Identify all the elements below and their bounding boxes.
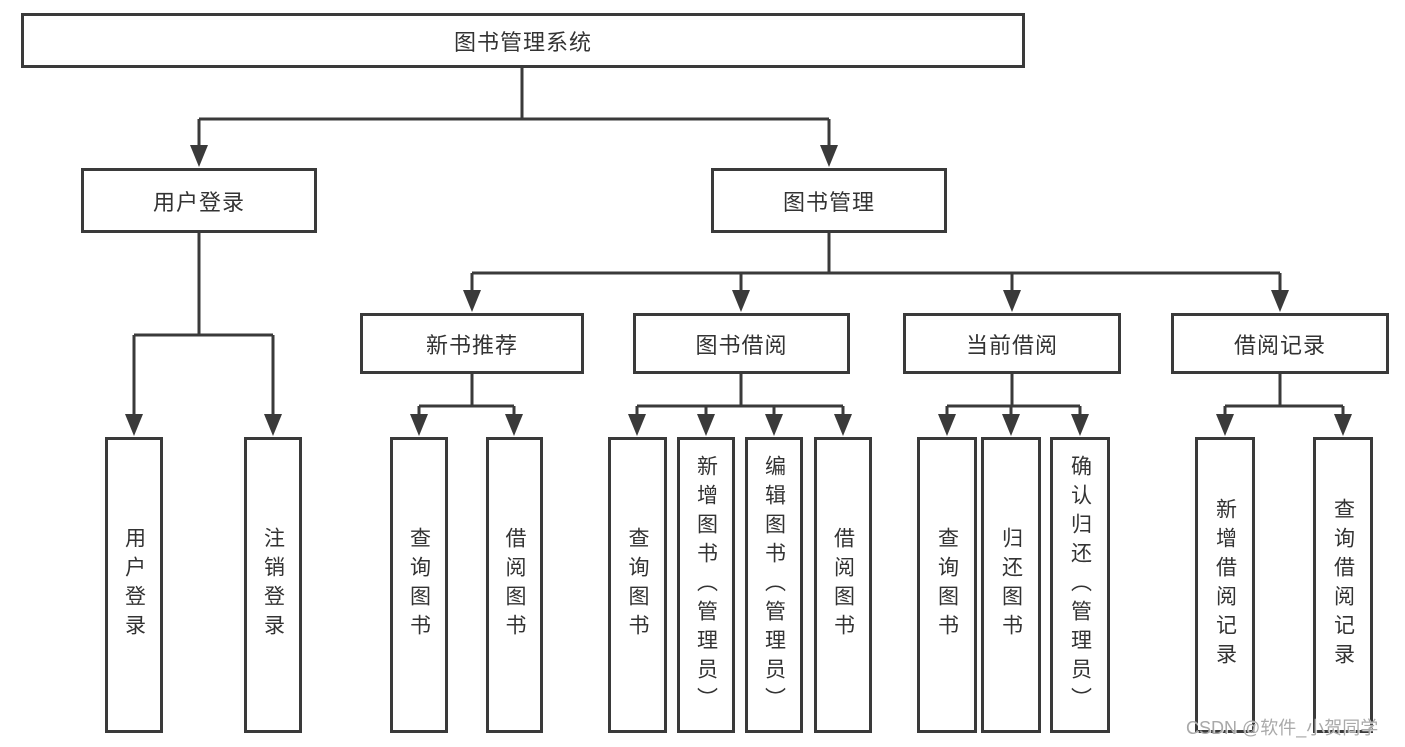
leaf-borrow-books-2-label: 借阅图书 <box>831 527 855 643</box>
connector-borrow-records <box>1216 374 1352 436</box>
connector-book-borrow <box>628 374 852 436</box>
watermark: CSDN @软件_小贺同学 <box>1186 718 1379 738</box>
leaf-query-books-3: 查询图书 <box>917 437 977 733</box>
leaf-borrow-books-1: 借阅图书 <box>486 437 543 733</box>
leaf-confirm-return-admin: 确认归还（管理员） <box>1050 437 1110 733</box>
connector-book-management <box>463 233 1289 312</box>
node-book-management: 图书管理 <box>711 168 947 233</box>
connector-user-login <box>125 233 282 436</box>
node-current-borrow: 当前借阅 <box>903 313 1121 374</box>
node-new-book-recommend: 新书推荐 <box>360 313 584 374</box>
node-root-label: 图书管理系统 <box>453 29 592 55</box>
leaf-logout-label: 注销登录 <box>261 527 285 643</box>
leaf-return-book: 归还图书 <box>981 437 1041 733</box>
leaf-edit-book-admin-label: 编辑图书（管理员） <box>762 454 786 716</box>
leaf-query-books-2: 查询图书 <box>608 437 667 733</box>
node-root: 图书管理系统 <box>21 13 1025 68</box>
leaf-query-borrow-record: 查询借阅记录 <box>1313 437 1373 733</box>
node-borrow-records-label: 借阅记录 <box>1233 332 1326 358</box>
node-borrow-records: 借阅记录 <box>1171 313 1389 374</box>
leaf-query-books-3-label: 查询图书 <box>935 527 959 643</box>
leaf-confirm-return-admin-label: 确认归还（管理员） <box>1068 454 1092 716</box>
node-book-management-label: 图书管理 <box>782 189 875 215</box>
leaf-query-books-1: 查询图书 <box>390 437 448 733</box>
leaf-add-borrow-record-label: 新增借阅记录 <box>1213 498 1237 672</box>
connector-new-book-recommend <box>410 374 523 436</box>
connector-current-borrow <box>938 374 1089 436</box>
leaf-add-borrow-record: 新增借阅记录 <box>1195 437 1255 733</box>
leaf-query-borrow-record-label: 查询借阅记录 <box>1331 498 1355 672</box>
leaf-edit-book-admin: 编辑图书（管理员） <box>745 437 803 733</box>
leaf-query-books-2-label: 查询图书 <box>626 527 649 643</box>
node-user-login: 用户登录 <box>81 168 317 233</box>
connector-root <box>190 68 838 167</box>
leaf-add-book-admin: 新增图书（管理员） <box>677 437 735 733</box>
node-new-book-recommend-label: 新书推荐 <box>425 332 518 358</box>
leaf-borrow-books-1-label: 借阅图书 <box>503 527 526 643</box>
node-current-borrow-label: 当前借阅 <box>965 332 1058 358</box>
leaf-return-book-label: 归还图书 <box>999 527 1023 643</box>
leaf-user-login-label: 用户登录 <box>122 527 146 643</box>
leaf-user-login: 用户登录 <box>105 437 163 733</box>
leaf-add-book-admin-label: 新增图书（管理员） <box>694 454 718 716</box>
leaf-logout: 注销登录 <box>244 437 302 733</box>
leaf-query-books-1-label: 查询图书 <box>407 527 431 643</box>
leaf-borrow-books-2: 借阅图书 <box>814 437 872 733</box>
node-book-borrow-label: 图书借阅 <box>695 332 788 358</box>
node-user-login-label: 用户登录 <box>152 189 245 215</box>
node-book-borrow: 图书借阅 <box>633 313 850 374</box>
